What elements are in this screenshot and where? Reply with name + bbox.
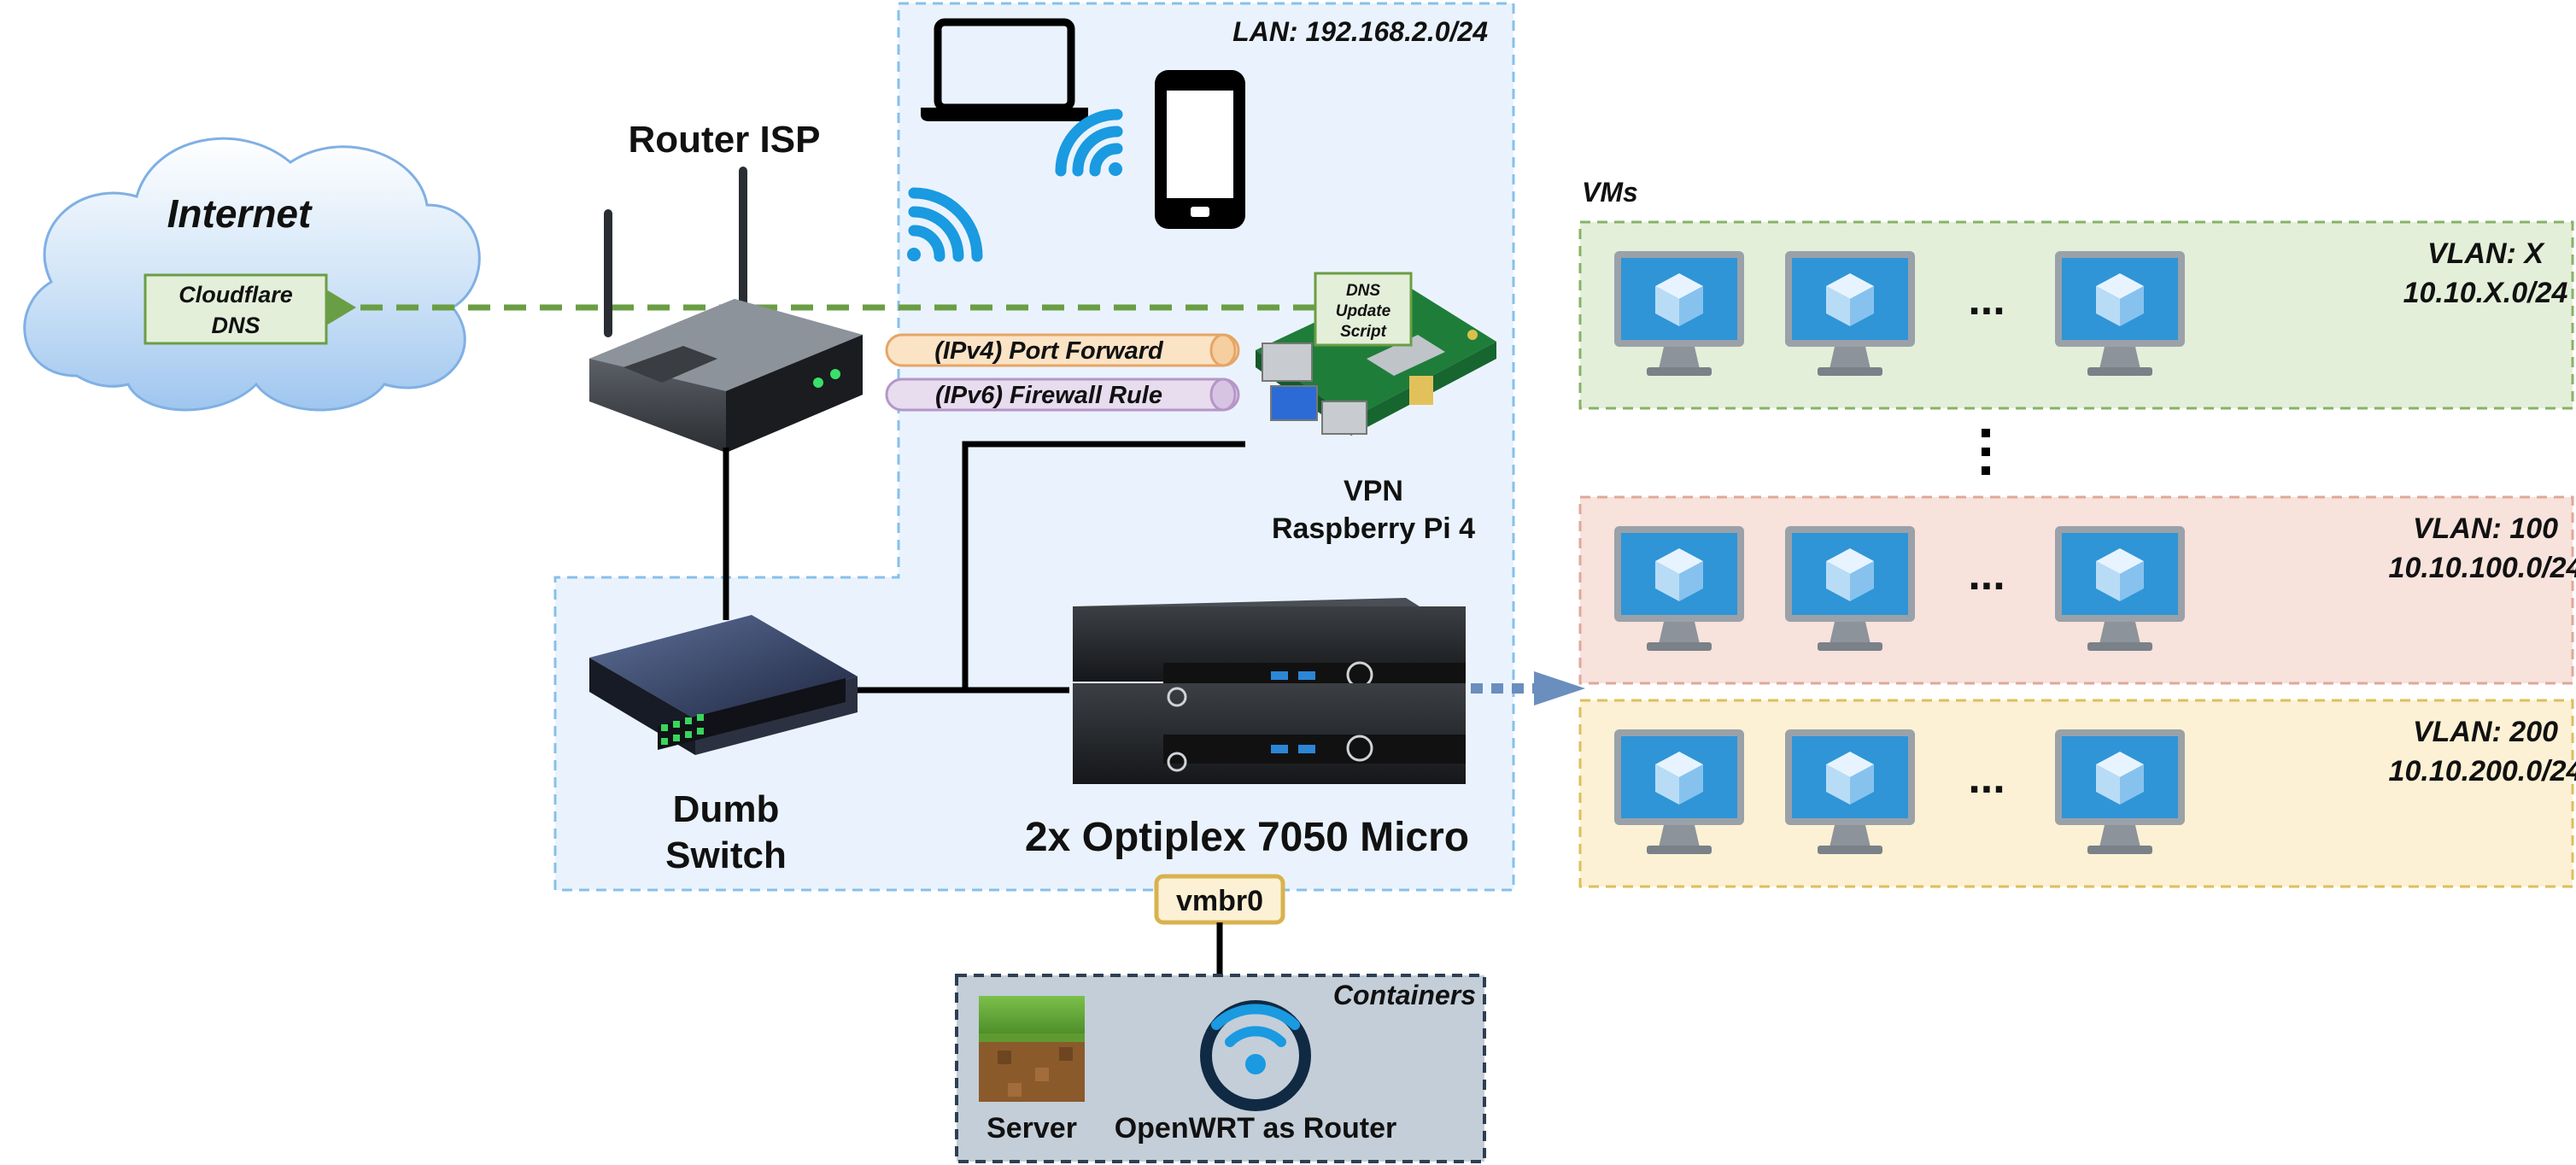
vlan-group: ... VLAN: 100 10.10.100.0/24 <box>1578 495 2576 685</box>
vlan-group: ... VLAN: X 10.10.X.0/24 <box>1578 220 2574 410</box>
router-label: Router ISP <box>629 119 821 161</box>
vpn-label-1: VPN <box>1344 475 1403 507</box>
bridge-label: vmbr0 <box>1176 885 1263 917</box>
vlan-groups: ... VLAN: X 10.10.X.0/24... VLAN: 100 10.10.… <box>1578 220 2576 888</box>
wifi-lan-icon <box>908 187 983 262</box>
vm-link-arrow-head <box>1534 671 1585 705</box>
vmbr0-bridge: vmbr0 <box>1154 874 1285 925</box>
vm-monitor-icon <box>2055 729 2185 854</box>
vlan-name: VLAN: X <box>2427 237 2545 270</box>
vlan-subnet: 10.10.100.0/24 <box>2389 552 2576 584</box>
switch-label-2: Switch <box>665 834 787 876</box>
dns-script-line-2: Update <box>1336 302 1391 320</box>
ipv6-label: (IPv6) Firewall Rule <box>935 382 1162 409</box>
vm-ellipsis: ... <box>1968 550 2005 600</box>
vm-monitor-icon <box>2055 251 2185 376</box>
wifi-lan-dot <box>907 248 921 261</box>
ipv4-port-forward: (IPv4) Port Forward <box>885 333 1240 367</box>
ipv6-firewall-rule: (IPv6) Firewall Rule <box>885 378 1240 412</box>
vlan-group: ... VLAN: 200 10.10.200.0/24 <box>1578 699 2576 888</box>
vm-ellipsis: ... <box>1968 275 2005 325</box>
container-server-label: Server <box>986 1112 1077 1145</box>
vm-monitor-icon <box>1785 729 1915 854</box>
vms-title: VMs <box>1582 177 1638 208</box>
vlan-subnet: 10.10.200.0/24 <box>2389 755 2576 787</box>
vlan-subnet: 10.10.X.0/24 <box>2403 277 2568 309</box>
vm-monitor-icon <box>1614 729 1744 854</box>
wifi-phone-icon <box>1055 108 1123 177</box>
raspberry-pi-icon <box>1256 282 1496 436</box>
vm-monitor-icon <box>1614 526 1744 651</box>
vm-monitor-icon <box>2055 526 2185 651</box>
vpn-label-2: Raspberry Pi 4 <box>1272 512 1475 545</box>
vm-monitor-icon <box>1785 251 1915 376</box>
lan-label: LAN: 192.168.2.0/24 <box>1232 16 1488 47</box>
container-openwrt-label: OpenWRT as Router <box>1115 1112 1397 1145</box>
vlan-name: VLAN: 100 <box>2413 512 2558 545</box>
internet-title: Internet <box>167 191 313 236</box>
vlan-vertical-ellipsis <box>1982 429 1990 475</box>
containers-title: Containers <box>1333 980 1476 1010</box>
minecraft-block-icon <box>979 996 1085 1102</box>
switch-icon <box>589 615 858 755</box>
vm-monitor-icon <box>1614 251 1744 376</box>
dns-box-line-2: DNS <box>211 313 260 338</box>
wifi-phone-dot <box>1109 162 1122 176</box>
optiplex-icon <box>1073 598 1466 784</box>
vlan-name: VLAN: 200 <box>2413 716 2558 748</box>
vm-ellipsis: ... <box>1968 753 2005 803</box>
phone-icon <box>1155 70 1245 229</box>
cloudflare-dns-box: Cloudflare DNS <box>143 273 328 345</box>
dns-update-script-box: DNS Update Script <box>1314 272 1413 347</box>
openwrt-logo-icon <box>1200 1000 1311 1111</box>
switch-label-1: Dumb <box>673 788 780 830</box>
laptop-icon <box>921 18 1088 121</box>
dns-box-line-1: Cloudflare <box>179 282 293 307</box>
optiplex-label: 2x Optiplex 7050 Micro <box>1025 815 1469 860</box>
pi-switch-link <box>962 441 1245 690</box>
dns-script-line-3: Script <box>1340 323 1387 341</box>
ipv4-label: (IPv4) Port Forward <box>934 337 1164 365</box>
vm-monitor-icon <box>1785 526 1915 651</box>
router-icon <box>589 167 863 453</box>
dns-script-line-1: DNS <box>1346 282 1380 300</box>
